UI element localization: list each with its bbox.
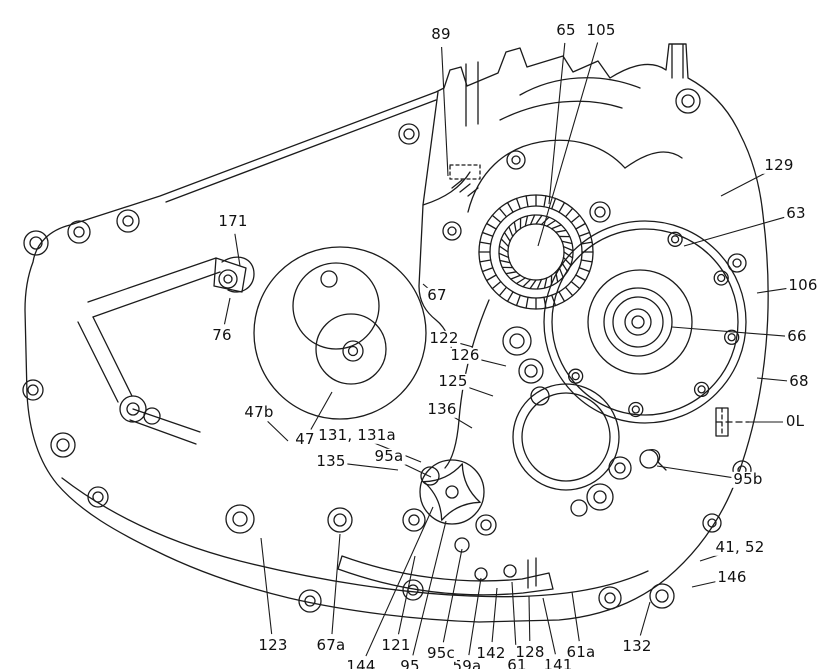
ref-label-141: 141 bbox=[541, 657, 575, 669]
leader-line-95 bbox=[412, 520, 447, 656]
cover-bolt-holes bbox=[568, 231, 740, 418]
perimeter-bolt-holes bbox=[22, 88, 752, 613]
leader-line-76 bbox=[223, 297, 231, 325]
ref-label-66: 66 bbox=[785, 326, 809, 345]
leader-line-95a bbox=[399, 461, 432, 478]
ref-label-95: 95 bbox=[398, 658, 422, 669]
leader-line-132 bbox=[639, 601, 651, 636]
leader-line-105 bbox=[537, 42, 599, 247]
ref-label-47b: 47b bbox=[242, 402, 276, 421]
leader-line-129 bbox=[720, 171, 769, 197]
ref-label-89: 89 bbox=[429, 24, 453, 43]
ref-label-41-52: 41, 52 bbox=[713, 537, 767, 556]
ref-label-131-131a: 131, 131a bbox=[316, 425, 398, 444]
primary-gear bbox=[478, 194, 594, 310]
leader-line-66 bbox=[671, 326, 786, 337]
leader-line-67 bbox=[422, 283, 429, 289]
leader-line-142 bbox=[491, 587, 498, 643]
leader-line-47b bbox=[267, 420, 289, 442]
leader-line-136 bbox=[452, 415, 473, 429]
ref-label-171: 171 bbox=[216, 211, 250, 230]
leader-line-61 bbox=[511, 581, 517, 655]
oil-level-mark bbox=[715, 407, 750, 437]
shift-linkage bbox=[77, 256, 255, 445]
ref-label-121: 121 bbox=[379, 635, 413, 654]
ref-label-144: 144 bbox=[344, 658, 378, 669]
leader-line-95c bbox=[442, 548, 463, 643]
leader-line-89 bbox=[441, 46, 449, 177]
ref-label-65: 65 bbox=[554, 20, 578, 39]
ref-label-132: 132 bbox=[620, 636, 654, 655]
ref-label-47: 47 bbox=[293, 429, 317, 448]
leader-line-65 bbox=[548, 42, 566, 205]
leader-line-67a bbox=[331, 533, 341, 635]
ref-label-68: 68 bbox=[787, 371, 811, 390]
ref-label-126: 126 bbox=[448, 345, 482, 364]
leader-line-68 bbox=[756, 377, 788, 382]
leader-line-59a bbox=[468, 577, 482, 656]
leader-line-128 bbox=[528, 595, 531, 642]
ref-label-67a: 67a bbox=[314, 635, 348, 654]
ref-label-76: 76 bbox=[210, 325, 234, 344]
leader-line-144 bbox=[365, 506, 434, 657]
ref-label-0l: 0L bbox=[783, 411, 807, 430]
ref-label-95c: 95c bbox=[425, 643, 457, 662]
leader-line-123 bbox=[260, 537, 273, 635]
ref-label-61: 61 bbox=[505, 657, 529, 669]
ref-label-122: 122 bbox=[427, 328, 461, 347]
ref-label-63: 63 bbox=[784, 203, 808, 222]
ref-label-105: 105 bbox=[584, 20, 618, 39]
drawing-strokes bbox=[22, 43, 769, 623]
leader-line-95b bbox=[656, 465, 737, 479]
leader-line-106 bbox=[756, 287, 792, 294]
leader-line-47 bbox=[310, 391, 333, 430]
leader-line-61a bbox=[571, 591, 580, 642]
ref-label-67: 67 bbox=[425, 285, 449, 304]
case-outline bbox=[24, 43, 769, 623]
clutch-cover bbox=[543, 220, 747, 424]
ref-label-146: 146 bbox=[715, 567, 749, 586]
ref-label-125: 125 bbox=[436, 371, 470, 390]
ref-label-59a: 59a bbox=[450, 658, 484, 669]
ref-label-142: 142 bbox=[474, 643, 508, 662]
ref-label-123: 123 bbox=[256, 635, 290, 654]
leader-line-63 bbox=[683, 216, 785, 247]
leader-line-171 bbox=[234, 233, 241, 267]
bearing-hatching bbox=[498, 214, 574, 290]
ref-label-135: 135 bbox=[314, 451, 348, 470]
ref-label-61a: 61a bbox=[564, 642, 598, 661]
leader-line-121 bbox=[397, 555, 416, 635]
ref-label-95a: 95a bbox=[372, 446, 406, 465]
leader-line-135 bbox=[342, 462, 399, 471]
leader-line-141 bbox=[542, 597, 556, 655]
ref-label-129: 129 bbox=[762, 155, 796, 174]
ref-label-128: 128 bbox=[513, 642, 547, 661]
ref-label-136: 136 bbox=[425, 399, 459, 418]
ref-label-95b: 95b bbox=[731, 469, 765, 488]
ref-label-106: 106 bbox=[786, 275, 819, 294]
gear-teeth bbox=[478, 194, 594, 310]
balancer-gear bbox=[253, 246, 427, 420]
